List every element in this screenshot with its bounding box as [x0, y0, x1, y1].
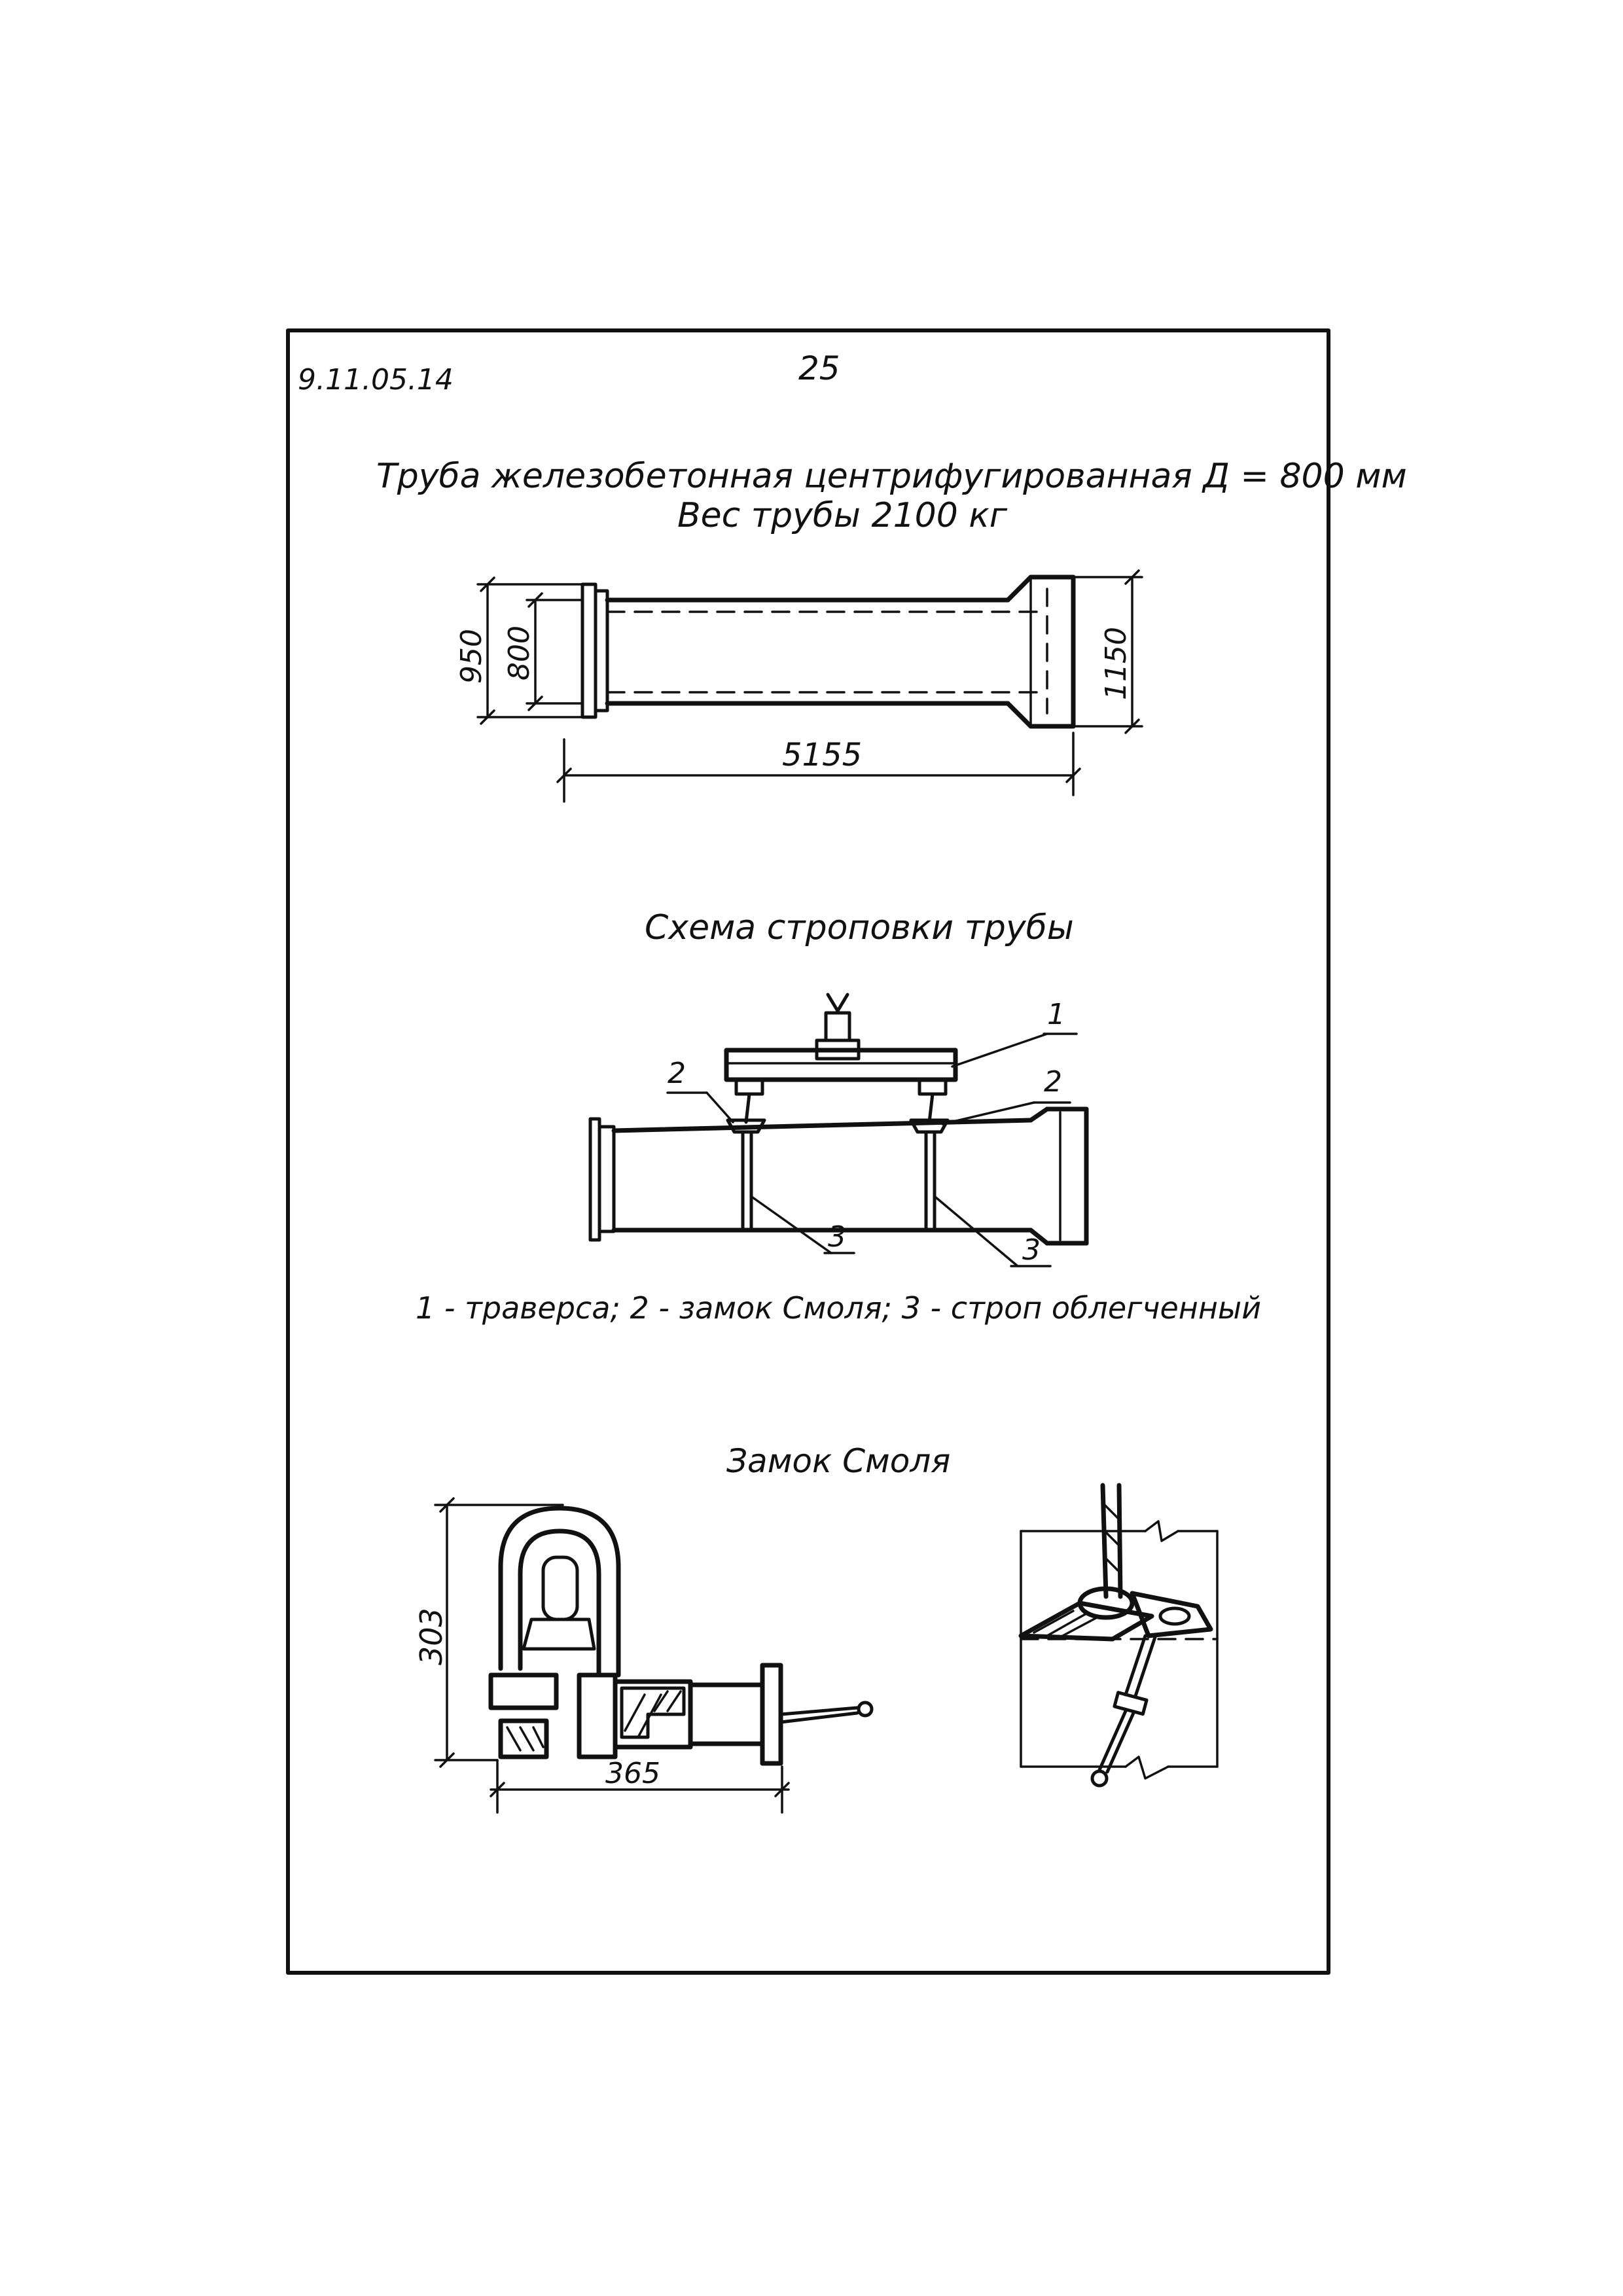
dim-lock-width-label: 365 — [605, 1757, 660, 1790]
pipe-drawing — [580, 574, 1076, 729]
doc-code: 9.11.05.14 — [298, 363, 454, 397]
dim-outer — [476, 576, 584, 725]
label-sling-right: 3 — [1022, 1233, 1041, 1267]
dim-inner — [526, 592, 584, 711]
traverse-beam — [724, 1048, 958, 1082]
dim-length — [556, 732, 1081, 803]
dim-inner-label: 800 — [503, 626, 536, 680]
label-lock-right: 2 — [1044, 1065, 1062, 1099]
slinging-legend: 1 - траверса; 2 - замок Смоля; 3 - строп… — [416, 1290, 1261, 1326]
lock-in-use-view — [1018, 1483, 1219, 1788]
dim-socket — [1072, 569, 1143, 734]
dim-length-label: 5155 — [782, 737, 862, 773]
label-lock-left: 2 — [668, 1057, 686, 1090]
slinging-drawing — [588, 993, 1089, 1246]
lock-side-view — [488, 1506, 874, 1766]
dim-outer-label: 950 — [455, 629, 488, 684]
dim-socket-label: 1150 — [1099, 627, 1133, 700]
slinging-title: Схема строповки трубы — [645, 908, 1074, 947]
dim-lock-height — [434, 1497, 564, 1768]
label-traverse: 1 — [1047, 998, 1065, 1031]
label-sling-left: 3 — [828, 1220, 846, 1254]
dim-lock-width — [490, 1759, 790, 1814]
pipe-title: Труба железобетонная центрифугированная … — [376, 457, 1407, 496]
pipe-subtitle: Вес трубы 2100 кг — [677, 496, 1008, 535]
lock-title: Замок Смоля — [726, 1442, 950, 1480]
page-number: 25 — [798, 349, 840, 387]
callouts — [666, 1033, 1078, 1267]
dim-lock-height-label: 303 — [414, 1608, 449, 1665]
page-frame — [286, 328, 1330, 1975]
